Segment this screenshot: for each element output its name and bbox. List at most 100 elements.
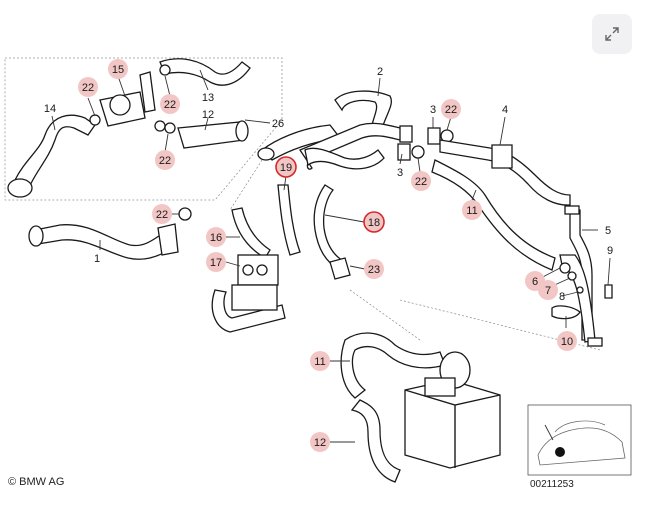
expand-diagonal-icon [605,27,619,41]
callout-label: 2 [377,66,383,78]
valve-19-port-b [256,264,268,276]
callout-label: 1 [94,253,100,265]
diagram-number: 00211253 [530,479,574,490]
callout-17[interactable]: 15 [108,59,128,79]
callout-label: 26 [272,118,284,130]
callout-label: 15 [112,64,124,76]
callout-22f[interactable]: 22 [152,204,172,224]
oring-6 [559,262,571,274]
callout-11[interactable]: 11 [310,351,330,371]
callout-label: 22 [415,176,427,188]
callout-label: 18 [368,217,380,229]
callout-1: 1 [94,253,100,265]
clamp-22d [164,122,176,134]
callout-label: 16 [210,232,222,244]
callout-label: 19 [280,162,292,174]
hose-1 [34,224,173,260]
clamp-3c [397,143,411,161]
callout-label: 14 [44,103,56,115]
callout-26: 26 [272,118,284,130]
hose-1-tee [157,223,179,256]
callout-22e[interactable]: 22 [411,171,431,191]
clamp-22g [411,145,425,159]
part-8 [576,286,584,294]
callout-16: 14 [44,103,56,115]
callout-label: 3 [397,167,403,179]
callout-22d[interactable]: 22 [441,99,461,119]
hose-2-lower [304,147,385,170]
expand-button[interactable] [592,14,632,54]
hose-1-end [28,225,44,247]
callout-13[interactable]: 11 [462,200,482,220]
hose-26-end [257,147,275,161]
callout-label: 22 [156,209,168,221]
clamp-22e [178,207,192,221]
hose-21 [277,184,301,256]
callout-10[interactable]: 10 [557,331,577,351]
callout-label: 12 [202,109,214,121]
valve-19-port-a [242,264,254,276]
valve-block-19-lower [231,284,278,311]
callout-23[interactable]: 23 [364,259,384,279]
callout-19[interactable]: 17 [206,252,226,272]
copyright-label: © BMW AG [8,476,65,488]
callout-4: 4 [502,104,508,116]
valve-17-body [109,94,131,116]
heater-edges [404,389,501,468]
clamp-3a [399,125,413,143]
callout-label: 7 [545,285,551,297]
callout-label: 22 [164,99,176,111]
callout-label: 8 [559,291,565,303]
callout-22a[interactable]: 22 [78,77,98,97]
callout-label: 11 [466,205,477,217]
callout-3a: 3 [430,104,436,116]
car-marker-leader [544,424,554,441]
car-outline [537,427,626,466]
callout-label: 9 [607,245,613,257]
callout-2: 2 [377,66,383,78]
car-roof [554,420,606,433]
pipe-5-end [587,337,603,347]
callout-label: 6 [532,276,538,288]
inset-frame [4,57,283,201]
hose-2-main [299,122,411,170]
callout-14: 12 [202,109,214,121]
clamp-22c [154,120,166,132]
callout-label: 4 [502,104,508,116]
callout-20[interactable]: 18 [363,211,385,233]
heater-motor [424,377,456,397]
callout-label: 11 [314,356,325,368]
callout-label: 22 [445,104,457,116]
callout-3b: 3 [397,167,403,179]
car-inset-frame [527,404,632,476]
callout-label: 3 [430,104,436,116]
callout-22b[interactable]: 22 [160,94,180,114]
bracket-23 [329,257,351,280]
callout-12[interactable]: 12 [310,432,330,452]
callout-22c[interactable]: 22 [155,150,175,170]
callout-7[interactable]: 7 [538,280,558,300]
callout-label: 17 [210,257,222,269]
hose-13 [431,159,556,271]
hose-18 [231,207,271,259]
callout-label: 22 [82,82,94,94]
callout-label: 13 [202,92,214,104]
bolt-9 [604,284,613,299]
hose-4-fitting [491,144,513,169]
callout-5: 5 [605,225,611,237]
clamp-22a [89,114,101,126]
hose-11 [340,332,446,399]
hose-lower-loop [211,289,286,333]
hose-16-end [7,178,33,198]
callout-label: 5 [605,225,611,237]
hose-15 [159,58,251,86]
callout-18[interactable]: 16 [206,227,226,247]
hose-16 [14,114,96,192]
callout-label: 23 [368,264,380,276]
callout-8: 8 [559,291,565,303]
guide-line-c [349,289,421,341]
callout-21[interactable]: 19 [275,156,297,178]
hose-14-end [235,120,249,142]
